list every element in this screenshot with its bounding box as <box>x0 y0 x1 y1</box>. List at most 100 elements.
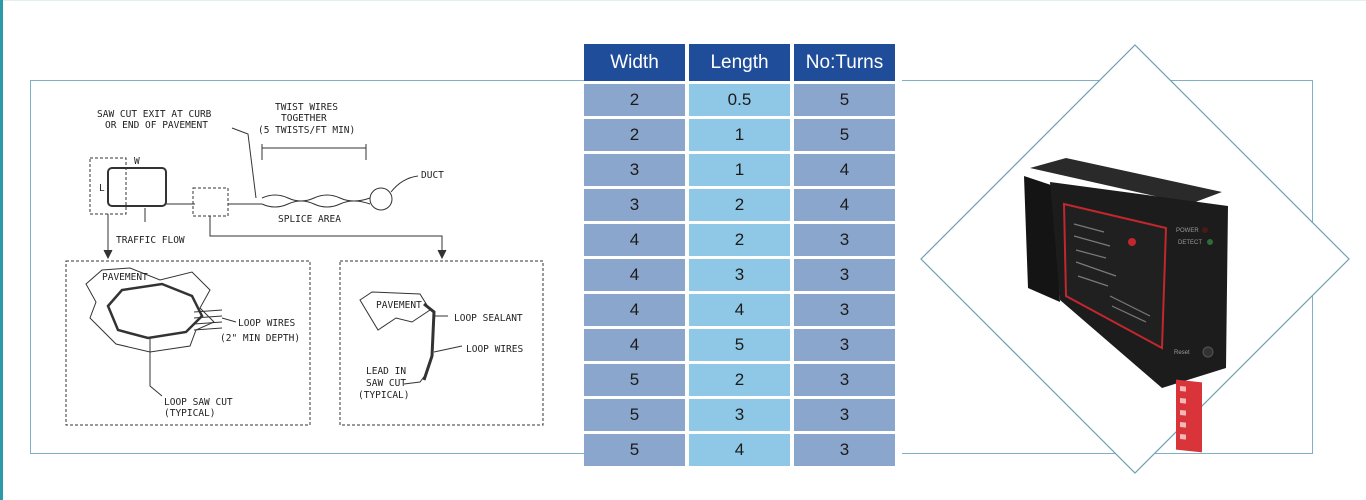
label-lead-in-3: (TYPICAL) <box>358 390 409 401</box>
pavement-outline-left <box>85 267 215 353</box>
device-side <box>1024 176 1060 302</box>
label-loop-saw-cut-1: LOOP SAW CUT <box>164 397 233 408</box>
cell-length: 3 <box>689 259 790 291</box>
header-width: Width <box>584 44 685 81</box>
cell-width: 4 <box>584 329 685 361</box>
twist-dimension <box>261 144 367 160</box>
label-lead-in-1: LEAD IN <box>366 366 406 377</box>
splice-box <box>192 187 229 217</box>
cell-turns: 3 <box>794 434 895 466</box>
loop-wires-hatch <box>193 309 223 331</box>
frame-right <box>1312 80 1313 454</box>
loop-coil <box>107 167 167 207</box>
detect-led <box>1207 239 1213 245</box>
label-loop-sealant: LOOP SEALANT <box>454 313 523 324</box>
duct-leader <box>390 175 419 193</box>
cell-turns: 4 <box>794 154 895 186</box>
cell-width: 5 <box>584 364 685 396</box>
frame-bottom-right <box>902 453 1313 454</box>
device-label-panel <box>1062 202 1168 350</box>
label-loop-l: L <box>99 183 105 194</box>
cell-turns: 5 <box>794 84 895 116</box>
frame-bottom-left <box>30 453 585 454</box>
cell-turns: 3 <box>794 294 895 326</box>
label-pavement-left: PAVEMENT <box>102 272 148 283</box>
cell-length: 2 <box>689 364 790 396</box>
cell-length: 1 <box>689 154 790 186</box>
reset-button <box>1202 346 1214 358</box>
label-loop-wires-1: LOOP WIRES <box>238 318 295 329</box>
frame-top-right <box>902 80 1313 81</box>
frame-left <box>30 80 31 454</box>
loop-saw-cut-octagon <box>106 282 204 340</box>
cell-width: 5 <box>584 434 685 466</box>
cell-turns: 3 <box>794 224 895 256</box>
cell-turns: 3 <box>794 399 895 431</box>
dip-switch <box>1176 379 1202 453</box>
lead-in-saw-cut <box>422 302 436 381</box>
cell-width: 4 <box>584 259 685 291</box>
loop-installation-diagram: SAW CUT EXIT AT CURB OR END OF PAVEMENT … <box>65 102 544 426</box>
cell-length: 2 <box>689 189 790 221</box>
twisted-wire-a <box>261 194 371 202</box>
saw-cut-leader <box>231 127 257 199</box>
cell-width: 3 <box>584 154 685 186</box>
cell-length: 0.5 <box>689 84 790 116</box>
device-body <box>1050 182 1228 388</box>
cell-width: 3 <box>584 189 685 221</box>
cell-width: 2 <box>584 84 685 116</box>
table-header-row: Width Length No:Turns <box>584 44 895 81</box>
label-reset: Reset <box>1174 350 1190 356</box>
loop-wires-leader <box>221 317 237 323</box>
cell-width: 4 <box>584 294 685 326</box>
header-turns: No:Turns <box>794 44 895 81</box>
cell-length: 4 <box>689 294 790 326</box>
header-length: Length <box>689 44 790 81</box>
pavement-outline-right <box>359 291 431 331</box>
detail-box-left <box>65 260 311 426</box>
label-saw-cut-exit-2: OR END OF PAVEMENT <box>105 120 208 131</box>
cell-width: 5 <box>584 399 685 431</box>
left-accent-bar <box>0 0 3 500</box>
cell-turns: 3 <box>794 329 895 361</box>
twisted-wire-b <box>261 200 371 208</box>
label-traffic-flow: TRAFFIC FLOW <box>116 235 185 246</box>
loop-wires-right-leader <box>433 345 463 353</box>
connector-right <box>209 216 443 258</box>
lead-in-leader <box>403 373 427 385</box>
cell-turns: 3 <box>794 364 895 396</box>
label-twist-3: (5 TWISTS/FT MIN) <box>258 125 355 136</box>
label-loop-wires-2: (2" MIN DEPTH) <box>220 333 300 344</box>
loop-detector-device: POWER DETECT Reset <box>1024 158 1228 453</box>
label-lead-in-2: SAW CUT <box>366 378 406 389</box>
device-red-indicator <box>1128 238 1136 246</box>
cell-length: 5 <box>689 329 790 361</box>
label-power: POWER <box>1176 228 1199 234</box>
cell-turns: 3 <box>794 259 895 291</box>
label-loop-saw-cut-2: (TYPICAL) <box>164 408 215 419</box>
cell-width: 2 <box>584 119 685 151</box>
cell-length: 4 <box>689 434 790 466</box>
loop-saw-cut-leader <box>149 338 163 397</box>
label-splice-area: SPLICE AREA <box>278 214 341 225</box>
label-detect: DETECT <box>1178 240 1202 246</box>
label-duct: DUCT <box>421 170 444 181</box>
label-saw-cut-exit-1: SAW CUT EXIT AT CURB <box>97 109 212 120</box>
cell-turns: 5 <box>794 119 895 151</box>
duct-circle <box>369 187 393 211</box>
top-border <box>0 0 1366 1</box>
cell-length: 3 <box>689 399 790 431</box>
cell-turns: 4 <box>794 189 895 221</box>
label-loop-wires-right: LOOP WIRES <box>466 344 523 355</box>
frame-top-left <box>30 80 585 81</box>
diamond-frame <box>920 44 1350 474</box>
